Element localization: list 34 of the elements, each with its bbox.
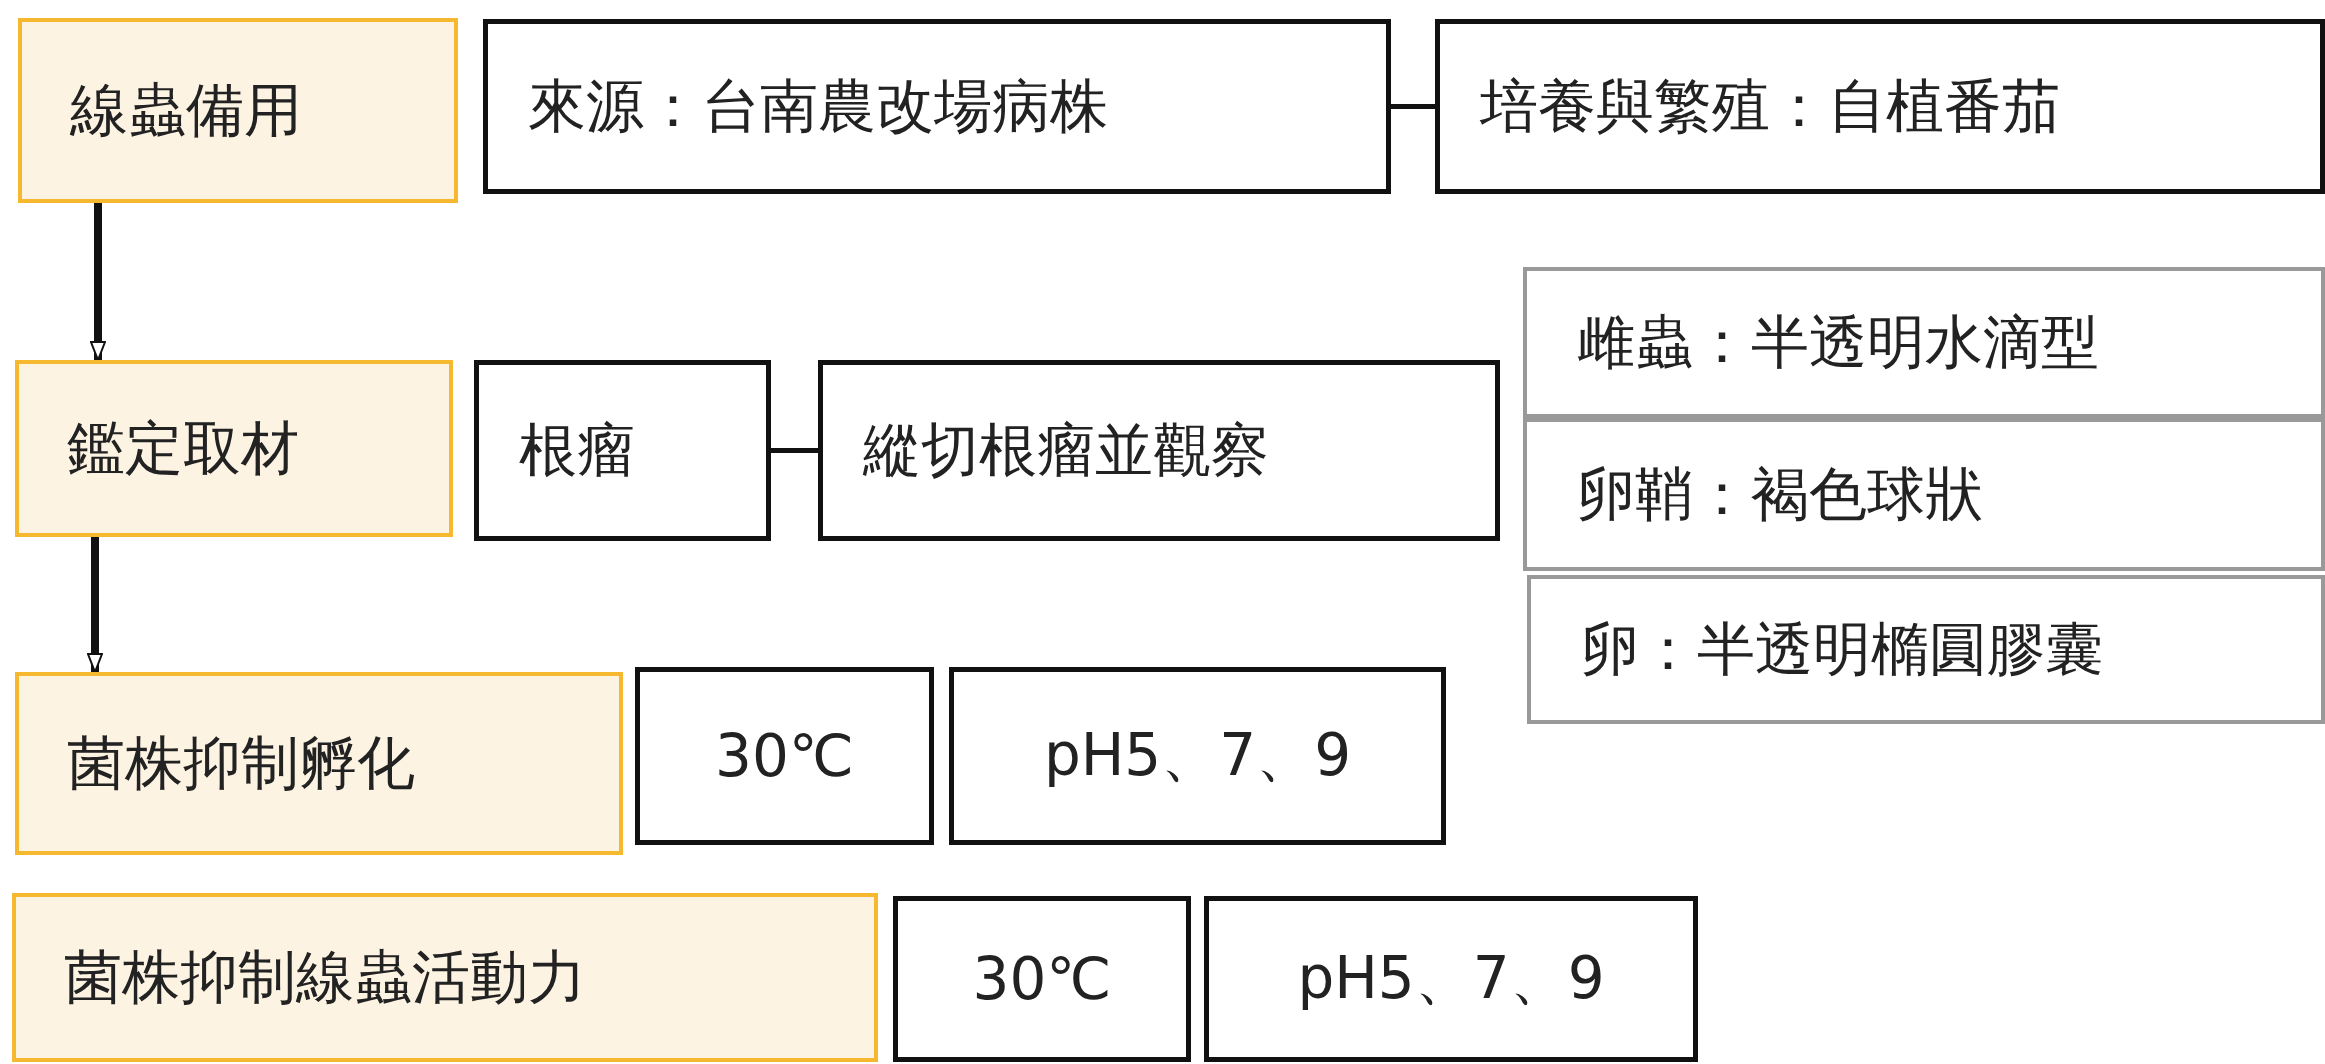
info-box xyxy=(893,896,1191,1062)
step-box xyxy=(15,672,623,855)
connector-line xyxy=(771,448,818,453)
box-label: 菌株抑制線蟲活動力 xyxy=(64,941,586,1013)
box-label: 根瘤 xyxy=(519,414,635,486)
info-box xyxy=(1204,896,1698,1062)
info-box xyxy=(635,667,934,845)
box-label: pH5、7、9 xyxy=(1297,943,1605,1014)
detail-box xyxy=(1523,418,2325,571)
step-box xyxy=(12,893,878,1062)
info-box xyxy=(474,360,771,541)
info-box xyxy=(949,667,1446,845)
box-label: 菌株抑制孵化 xyxy=(67,727,415,799)
down-arrow xyxy=(90,203,106,361)
info-box xyxy=(818,360,1500,541)
step-box xyxy=(18,18,458,203)
box-label: 縱切根瘤並觀察 xyxy=(863,414,1269,486)
box-label: 卵鞘：褐色球狀 xyxy=(1577,458,1983,530)
info-box xyxy=(1435,19,2325,194)
box-label: 線蟲備用 xyxy=(70,74,302,146)
down-arrow xyxy=(87,537,103,673)
connector-line xyxy=(1391,104,1435,109)
box-label: 來源：台南農改場病株 xyxy=(528,70,1108,142)
detail-box xyxy=(1523,267,2325,418)
box-label: 30℃ xyxy=(972,945,1112,1013)
step-box xyxy=(15,360,453,537)
box-label: 培養與繁殖：自植番茄 xyxy=(1480,70,2060,142)
info-box xyxy=(483,19,1391,194)
box-label: 雌蟲：半透明水滴型 xyxy=(1577,306,2099,378)
detail-box xyxy=(1527,575,2325,724)
box-label: 卵：半透明橢圓膠囊 xyxy=(1581,613,2103,685)
box-label: 30℃ xyxy=(715,722,854,790)
box-label: pH5、7、9 xyxy=(1043,720,1352,791)
box-label: 鑑定取材 xyxy=(67,412,299,484)
